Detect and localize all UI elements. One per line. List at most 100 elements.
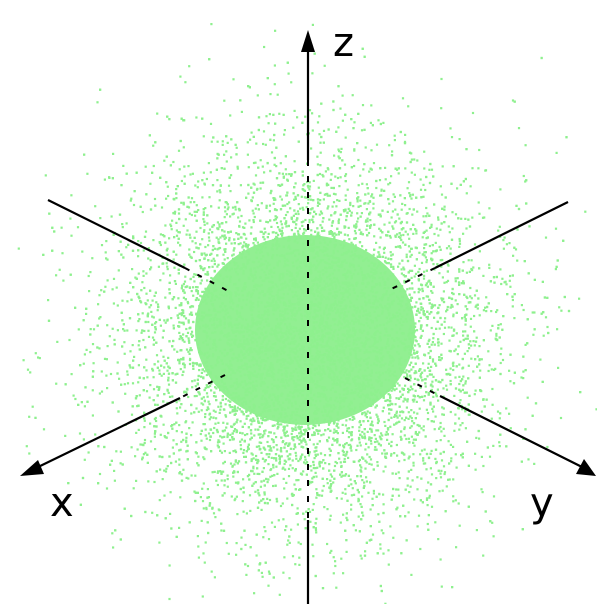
cloud-point <box>336 176 340 180</box>
cloud-point <box>293 436 296 439</box>
cloud-point <box>386 438 389 441</box>
cloud-point <box>294 291 297 294</box>
cloud-point <box>230 384 234 387</box>
cloud-point <box>251 350 254 353</box>
cloud-point <box>273 393 276 396</box>
cloud-point <box>307 246 310 249</box>
cloud-point <box>288 201 291 204</box>
cloud-point <box>394 220 398 223</box>
cloud-point <box>329 363 332 366</box>
cloud-point <box>233 372 237 375</box>
cloud-point <box>142 338 145 342</box>
cloud-point <box>389 236 392 239</box>
cloud-point <box>352 335 355 338</box>
cloud-point <box>31 405 34 408</box>
cloud-point <box>434 521 437 524</box>
cloud-point <box>202 211 205 214</box>
cloud-point <box>224 370 227 373</box>
cloud-point <box>269 363 272 366</box>
cloud-point <box>281 234 284 237</box>
cloud-point <box>246 348 249 351</box>
cloud-point <box>332 556 335 559</box>
cloud-point <box>370 442 373 445</box>
cloud-point <box>378 246 381 249</box>
cloud-point <box>235 392 238 395</box>
cloud-point <box>323 327 326 331</box>
cloud-point <box>221 140 224 143</box>
cloud-point <box>285 430 288 433</box>
cloud-point <box>347 326 350 329</box>
cloud-point <box>322 484 325 488</box>
cloud-point <box>382 355 385 358</box>
cloud-point <box>151 336 155 339</box>
cloud-point <box>344 369 347 372</box>
cloud-point <box>333 319 336 322</box>
cloud-point <box>264 402 267 405</box>
cloud-point <box>322 238 326 241</box>
cloud-point <box>270 468 273 471</box>
cloud-point <box>495 332 498 335</box>
cloud-point <box>431 291 434 294</box>
cloud-point <box>403 458 406 462</box>
cloud-point <box>208 403 211 406</box>
cloud-point <box>303 183 306 186</box>
cloud-point <box>344 307 347 310</box>
cloud-point <box>325 398 328 401</box>
cloud-point <box>349 478 352 481</box>
cloud-point <box>281 277 284 280</box>
cloud-point <box>214 386 217 389</box>
cloud-point <box>308 238 312 241</box>
cloud-point <box>254 428 257 431</box>
cloud-point <box>333 235 336 238</box>
cloud-point <box>520 304 523 307</box>
cloud-point <box>209 171 212 174</box>
cloud-point <box>277 243 280 246</box>
cloud-point <box>277 378 280 381</box>
cloud-point <box>287 284 290 288</box>
cloud-point <box>296 350 299 353</box>
cloud-point <box>225 363 228 366</box>
cloud-point <box>302 369 306 372</box>
cloud-point <box>165 197 168 200</box>
cloud-point <box>168 597 171 601</box>
cloud-point <box>143 426 146 429</box>
cloud-point <box>345 338 348 341</box>
cloud-point <box>214 364 217 367</box>
cloud-point <box>498 225 501 228</box>
cloud-point <box>367 385 370 388</box>
cloud-point <box>402 274 405 277</box>
cloud-point <box>250 392 253 395</box>
cloud-point <box>253 592 256 595</box>
cloud-point <box>250 304 253 307</box>
cloud-point <box>316 453 319 456</box>
cloud-point <box>351 487 354 490</box>
cloud-point <box>326 482 329 485</box>
cloud-point <box>442 290 445 293</box>
cloud-point <box>245 298 248 301</box>
cloud-point <box>252 322 255 325</box>
cloud-point <box>179 448 182 451</box>
cloud-point <box>255 554 258 557</box>
cloud-point <box>141 312 144 315</box>
cloud-point <box>336 199 339 202</box>
cloud-point <box>301 354 304 357</box>
cloud-point <box>322 357 325 360</box>
cloud-point <box>303 439 306 442</box>
cloud-point <box>578 297 581 300</box>
cloud-point <box>273 355 276 358</box>
cloud-point <box>340 340 343 343</box>
cloud-point <box>285 220 288 223</box>
cloud-point <box>399 312 402 316</box>
cloud-point <box>367 381 370 385</box>
cloud-point <box>353 338 356 341</box>
cloud-point <box>264 392 267 395</box>
cloud-point <box>364 369 367 372</box>
cloud-point <box>334 406 337 409</box>
cloud-point <box>267 463 270 466</box>
cloud-point <box>450 326 453 329</box>
cloud-point <box>422 459 425 462</box>
cloud-point <box>347 333 350 337</box>
cloud-point <box>441 406 444 409</box>
cloud-point <box>305 331 308 334</box>
cloud-point <box>359 291 362 294</box>
